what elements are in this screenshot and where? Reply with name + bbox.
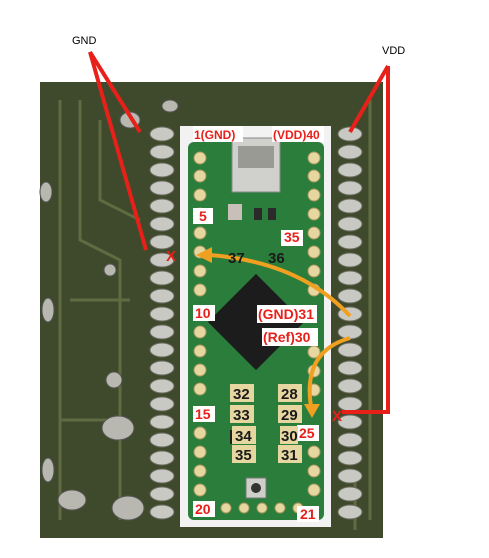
inner-left-numbers: 32 33 34 35 bbox=[230, 384, 256, 464]
right-header-pins bbox=[337, 126, 363, 520]
right-number-labels: 35 25 21 bbox=[281, 229, 319, 522]
left-header-pins bbox=[149, 126, 175, 520]
microcontroller-chip bbox=[207, 273, 305, 371]
pcb-components bbox=[39, 99, 179, 521]
left-number-5: 5 bbox=[199, 208, 207, 224]
left-number-10: 10 bbox=[195, 305, 211, 321]
x-mark-gnd: X bbox=[166, 248, 176, 265]
usb-port bbox=[238, 146, 274, 168]
inner-35: 35 bbox=[235, 447, 252, 464]
inner-28: 28 bbox=[281, 386, 298, 403]
ref30-label: (Ref)30 bbox=[263, 329, 311, 345]
arrowhead-down bbox=[304, 404, 320, 418]
left-number-labels: 5 10 15 20 bbox=[193, 208, 215, 517]
x-mark-vdd: X bbox=[332, 408, 342, 425]
gnd31-label: (GND)31 bbox=[258, 306, 314, 322]
inner-32: 32 bbox=[233, 386, 250, 403]
vdd-callout-lines bbox=[342, 65, 390, 414]
pad-36: 36 bbox=[268, 250, 285, 267]
vdd-pin-label-bg bbox=[272, 126, 324, 142]
inner-30: 30 bbox=[281, 428, 298, 445]
gnd-callout-label: GND bbox=[72, 35, 97, 47]
right-number-21: 21 bbox=[300, 506, 316, 522]
gnd-pin-label: 1(GND) bbox=[194, 128, 235, 142]
right-number-35: 35 bbox=[284, 229, 300, 245]
left-number-15: 15 bbox=[195, 406, 211, 422]
gnd-pin-label-bg bbox=[193, 126, 243, 142]
vdd-pin-label: (VDD)40 bbox=[273, 128, 320, 142]
left-number-20: 20 bbox=[195, 501, 211, 517]
arrowhead-left bbox=[196, 247, 212, 263]
pad-37: 37 bbox=[228, 250, 245, 267]
inner-33: 33 bbox=[233, 407, 250, 424]
inner-34: 34 bbox=[235, 428, 252, 445]
right-number-25: 25 bbox=[299, 425, 315, 441]
inner-right-numbers: 28 29 30 31 bbox=[278, 384, 302, 464]
inner-31: 31 bbox=[281, 447, 298, 464]
orange-arrows bbox=[209, 253, 352, 413]
gnd-callout-lines bbox=[88, 50, 148, 251]
vdd-callout-label: VDD bbox=[382, 45, 405, 57]
inner-29: 29 bbox=[281, 407, 298, 424]
ref30-label-bg bbox=[262, 328, 318, 346]
gnd31-label-bg bbox=[257, 305, 317, 323]
